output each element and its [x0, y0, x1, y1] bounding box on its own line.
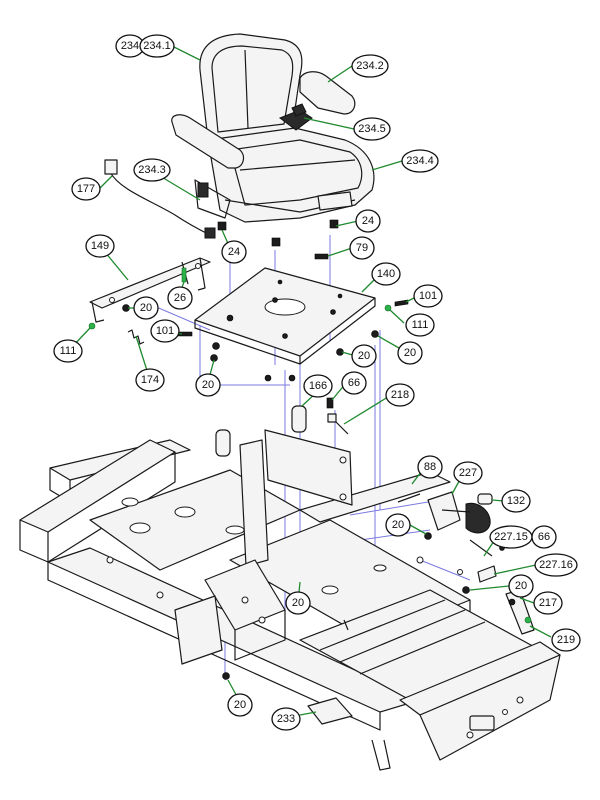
callout-label: 101 — [419, 290, 437, 302]
callout-label: 140 — [377, 268, 395, 280]
callout-24-right: 24 — [355, 209, 381, 233]
callout-label: 26 — [174, 292, 186, 304]
callout-111-left: 111 — [53, 339, 83, 363]
callout-227-16: 227.16 — [534, 553, 578, 577]
pedal-assembly-227 — [427, 491, 535, 635]
callout-label: 20 — [404, 347, 416, 359]
callout-227: 227 — [453, 461, 483, 485]
callout-label: 88 — [424, 461, 436, 473]
callout-label: 227.15 — [494, 531, 528, 543]
callout-20-pedal: 20 — [385, 513, 411, 537]
callout-label: 20 — [292, 597, 304, 609]
seat-plate-140 — [194, 267, 376, 365]
callout-label: 66 — [538, 531, 550, 543]
callout-174: 174 — [135, 368, 165, 392]
callout-label: 217 — [539, 597, 557, 609]
callout-20-plate-right: 20 — [397, 341, 423, 365]
callout-label: 218 — [391, 389, 409, 401]
callout-label: 234.4 — [406, 155, 434, 167]
callout-132: 132 — [501, 489, 531, 513]
callout-label: 20 — [140, 302, 152, 314]
callout-20-front: 20 — [227, 693, 253, 717]
callout-label: 234.5 — [358, 123, 386, 135]
main-frame — [19, 429, 561, 771]
callout-label: 234.1 — [143, 40, 171, 52]
callout-66-top: 66 — [341, 371, 367, 395]
callout-label: 20 — [392, 519, 404, 531]
callout-234-4: 234.4 — [401, 149, 439, 173]
callout-177: 177 — [71, 177, 101, 201]
seat-bracket-149 — [89, 257, 211, 323]
callout-227-15: 227.15 — [489, 525, 533, 549]
callout-label: 20 — [515, 580, 527, 592]
callout-label: 227.16 — [539, 559, 573, 571]
callout-219: 219 — [551, 628, 581, 652]
callout-24-left: 24 — [221, 240, 247, 264]
callout-217: 217 — [533, 591, 563, 615]
callout-111-right: 111 — [405, 313, 435, 337]
callout-label: 149 — [91, 240, 109, 252]
callout-label: 111 — [412, 319, 429, 331]
callout-label: 24 — [228, 246, 240, 258]
callout-label: 174 — [141, 374, 159, 386]
wire-harness-177 — [104, 159, 216, 239]
callout-234-3: 234.3 — [133, 158, 171, 182]
callout-140: 140 — [371, 262, 401, 286]
callout-label: 20 — [358, 350, 370, 362]
callout-26: 26 — [167, 286, 193, 310]
callout-label: 166 — [309, 380, 327, 392]
callout-20-frame: 20 — [285, 591, 311, 615]
callout-149: 149 — [85, 234, 115, 258]
callout-label: 101 — [156, 325, 174, 337]
seat-assembly — [171, 33, 375, 223]
callout-218: 218 — [385, 383, 415, 407]
callout-20-plate: 20 — [351, 344, 377, 368]
callout-label: 79 — [356, 242, 368, 254]
callout-label: 24 — [362, 215, 374, 227]
callouts: 234 234.1 234.2 234.5 234.3 234.4 177 24… — [53, 34, 581, 731]
callout-166: 166 — [303, 374, 333, 398]
callout-label: 234.3 — [138, 164, 166, 176]
callout-101-left: 101 — [150, 319, 180, 343]
callout-label: 227 — [459, 467, 477, 479]
callout-233: 233 — [271, 707, 301, 731]
callout-label: 132 — [507, 495, 525, 507]
callout-label: 177 — [77, 183, 95, 195]
callout-label: 111 — [60, 345, 77, 357]
callout-label: 233 — [277, 713, 295, 725]
callout-234-2: 234.2 — [351, 54, 389, 78]
callout-label: 66 — [348, 377, 360, 389]
callout-label: 234.2 — [356, 60, 384, 72]
callout-234-5: 234.5 — [353, 117, 391, 141]
callout-20-bracket: 20 — [133, 296, 159, 320]
callout-79: 79 — [349, 236, 375, 260]
callout-label: 20 — [202, 379, 214, 391]
callout-88: 88 — [417, 455, 443, 479]
callout-66-pedal: 66 — [531, 525, 557, 549]
callout-20-under-plate: 20 — [195, 373, 221, 397]
callout-101-right: 101 — [413, 284, 443, 308]
callout-label: 234 — [121, 40, 139, 52]
callout-label: 20 — [234, 699, 246, 711]
callout-20-linkage: 20 — [508, 574, 534, 598]
callout-234-1: 234.1 — [139, 34, 175, 58]
callout-label: 219 — [557, 634, 575, 646]
